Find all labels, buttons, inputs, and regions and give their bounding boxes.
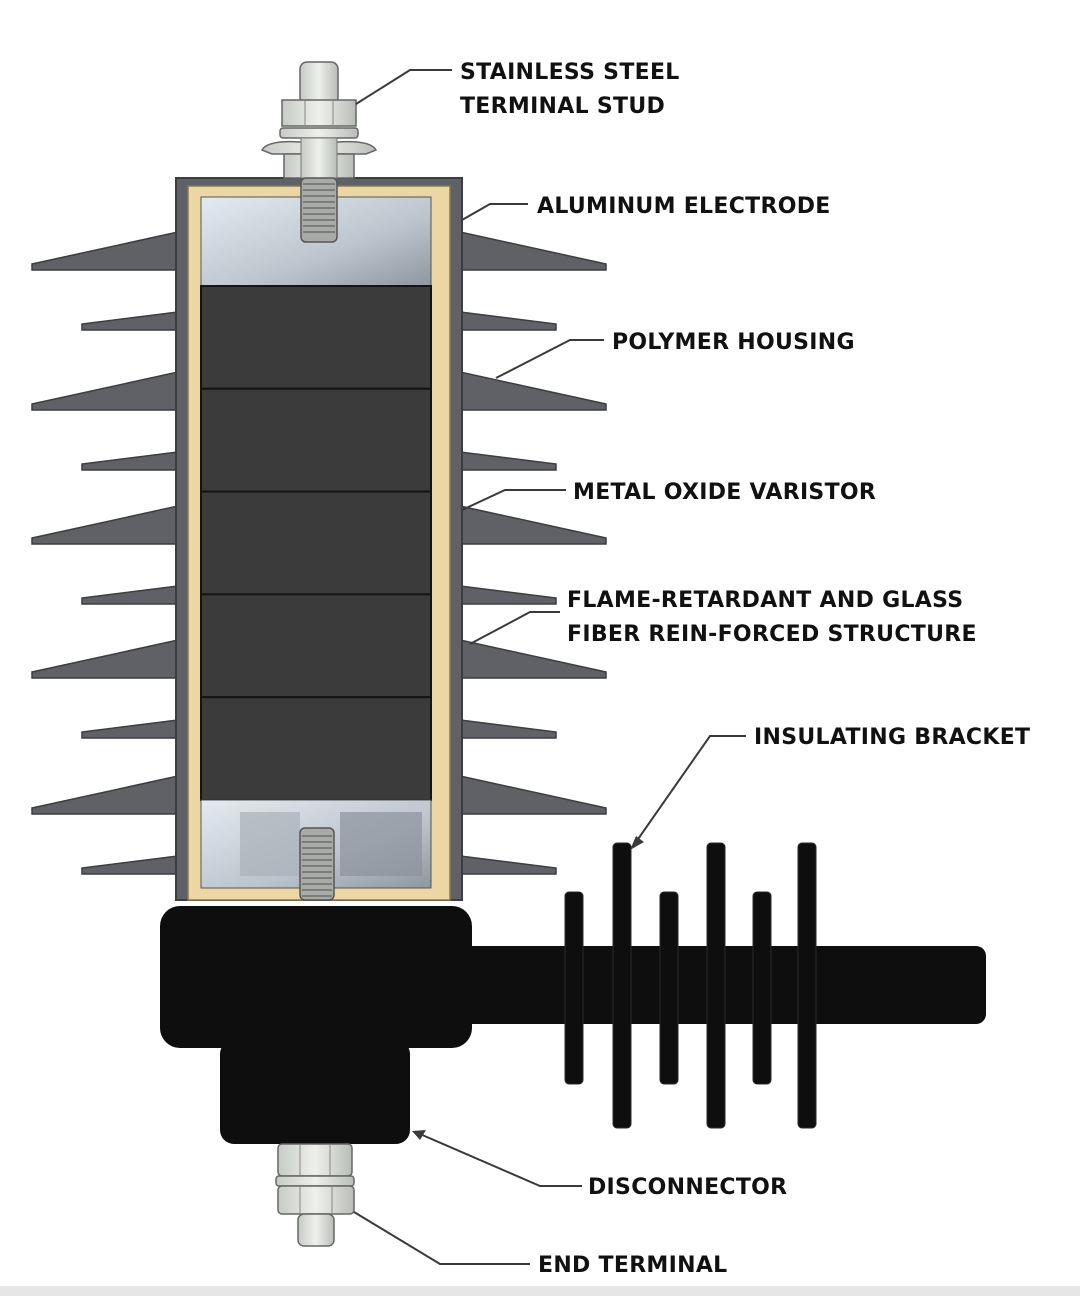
bottom-divider: [0, 1286, 1080, 1296]
label-polymer-housing: POLYMER HOUSING: [612, 330, 855, 355]
insulating-bracket: [460, 842, 986, 1129]
label-end-terminal: END TERMINAL: [538, 1253, 727, 1278]
housing-shed-right: [459, 775, 607, 815]
varistor-block: [200, 593, 432, 699]
housing-shed-right: [459, 505, 607, 545]
label-metal-oxide-varistor: METAL OXIDE VARISTOR: [573, 480, 876, 505]
housing-shed-right: [459, 231, 607, 271]
leader-disconnector: [419, 1133, 582, 1187]
metal-oxide-varistor-stack: [200, 285, 432, 802]
housing-shed-left: [31, 505, 179, 545]
bracket-fin: [612, 842, 632, 1129]
label-terminal-stud-line2: TERMINAL STUD: [460, 94, 665, 119]
bracket-fin: [564, 891, 584, 1085]
housing-shed-left: [31, 639, 179, 679]
housing-shed-right: [459, 719, 557, 739]
housing-shed-right: [459, 371, 607, 411]
bottom-threaded-stud: [299, 827, 335, 901]
stainless-steel-terminal-stud: [260, 61, 378, 243]
polymer-housing-sheds: [31, 231, 607, 875]
bracket-fin: [706, 842, 726, 1129]
housing-shed-left: [81, 451, 179, 471]
housing-shed-right: [459, 311, 557, 331]
label-terminal-stud-line1: STAINLESS STEEL: [460, 60, 680, 85]
arrow-insulating-bracket: [630, 836, 644, 850]
labels: STAINLESS STEEL TERMINAL STUD ALUMINUM E…: [460, 60, 1030, 1278]
varistor-block: [200, 490, 432, 596]
bracket-fin: [797, 842, 817, 1129]
bracket-fin: [752, 891, 772, 1085]
leader-aluminum-electrode: [461, 203, 528, 221]
leader-fiber-structure: [469, 611, 560, 645]
leader-terminal-stud: [355, 69, 452, 105]
label-fiber-structure-line1: FLAME-RETARDANT AND GLASS: [567, 588, 963, 613]
housing-shed-left: [31, 371, 179, 411]
leader-polymer-housing: [495, 339, 604, 379]
housing-shed-left: [31, 775, 179, 815]
leader-end-terminal: [353, 1211, 530, 1265]
label-insulating-bracket: INSULATING BRACKET: [754, 725, 1030, 750]
housing-shed-left: [31, 231, 179, 271]
label-disconnector: DISCONNECTOR: [588, 1175, 787, 1200]
varistor-block: [200, 285, 432, 390]
housing-shed-right: [459, 855, 557, 875]
varistor-block: [200, 696, 432, 802]
leader-varistor: [461, 489, 566, 511]
housing-shed-left: [81, 311, 179, 331]
varistor-block: [200, 387, 432, 493]
disconnector: [160, 906, 472, 1144]
housing-shed-right: [459, 585, 557, 605]
housing-shed-right: [459, 451, 557, 471]
housing-shed-left: [81, 585, 179, 605]
label-aluminum-electrode: ALUMINUM ELECTRODE: [537, 194, 831, 219]
end-terminal: [275, 1143, 355, 1247]
bracket-fin: [659, 891, 679, 1085]
label-fiber-structure-line2: FIBER REIN-FORCED STRUCTURE: [567, 622, 977, 647]
arrow-disconnector: [412, 1130, 426, 1140]
housing-shed-left: [81, 719, 179, 739]
leader-insulating-bracket: [635, 735, 746, 843]
leader-lines: [353, 69, 746, 1265]
housing-shed-left: [81, 855, 179, 875]
